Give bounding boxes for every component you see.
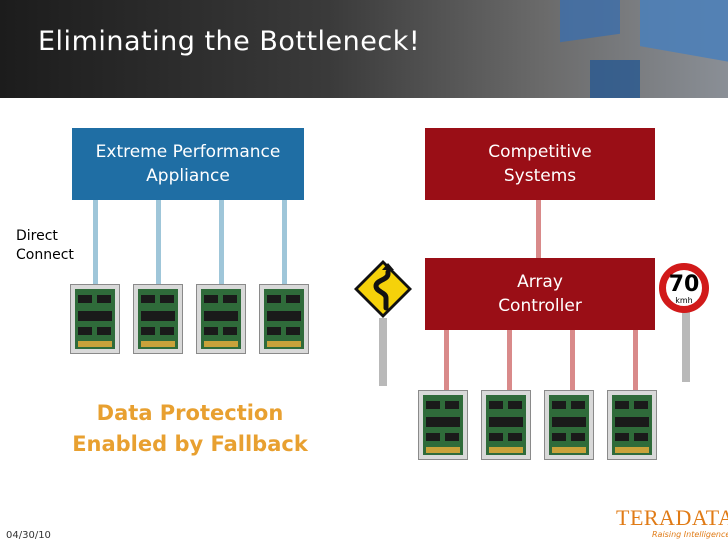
connection-line (219, 200, 224, 285)
array-controller-line-2: Controller (498, 296, 582, 316)
connection-line (93, 200, 98, 285)
direct-connect-label: Direct Connect (16, 227, 74, 265)
appliance-box: Extreme Performance Appliance (72, 128, 304, 200)
appliance-label: Extreme Performance Appliance (95, 142, 281, 186)
logo-tagline: Raising Intelligence (652, 530, 728, 539)
decorative-cube (640, 0, 728, 62)
ssd-drive-icon (196, 284, 246, 354)
ssd-drive-icon (607, 390, 657, 460)
connection-line (633, 330, 638, 392)
protection-line-2: Enabled by Fallback (72, 432, 308, 456)
ssd-drive-icon (70, 284, 120, 354)
decorative-cube (560, 0, 620, 43)
teradata-logo: TERADATA. Raising Intelligence (616, 505, 728, 540)
connection-line (444, 330, 449, 392)
ssd-drive-icon (133, 284, 183, 354)
sign-post (682, 312, 690, 382)
sign-post (379, 318, 387, 386)
speed-limit-value: 70 (668, 272, 700, 297)
speed-limit-unit: kmh (675, 296, 693, 305)
connection-line (507, 330, 512, 392)
slide-header: Eliminating the Bottleneck! (0, 0, 728, 98)
competitive-systems-box: Competitive Systems (425, 128, 655, 200)
data-protection-text: Data Protection Enabled by Fallback (40, 398, 340, 460)
slide-date: 04/30/10 (6, 530, 51, 541)
connection-line (282, 200, 287, 285)
direct-connect-line-1: Direct (16, 228, 58, 244)
connection-line (536, 200, 541, 258)
direct-connect-line-2: Connect (16, 247, 74, 263)
protection-line-1: Data Protection (96, 401, 284, 425)
decorative-cube (590, 60, 640, 98)
slide-title: Eliminating the Bottleneck! (38, 26, 421, 57)
connection-line (570, 330, 575, 392)
array-controller-box: Array Controller (425, 258, 655, 330)
winding-road-sign-icon (354, 260, 412, 318)
ssd-drive-icon (259, 284, 309, 354)
logo-brand: TERADATA. (616, 505, 728, 530)
ssd-drive-icon (544, 390, 594, 460)
competitive-systems-label: Competitive Systems (488, 142, 592, 186)
array-controller-line-1: Array (517, 272, 563, 292)
ssd-drive-icon (418, 390, 468, 460)
ssd-drive-icon (481, 390, 531, 460)
connection-line (156, 200, 161, 285)
speed-limit-sign-icon: 70 kmh (659, 263, 709, 313)
